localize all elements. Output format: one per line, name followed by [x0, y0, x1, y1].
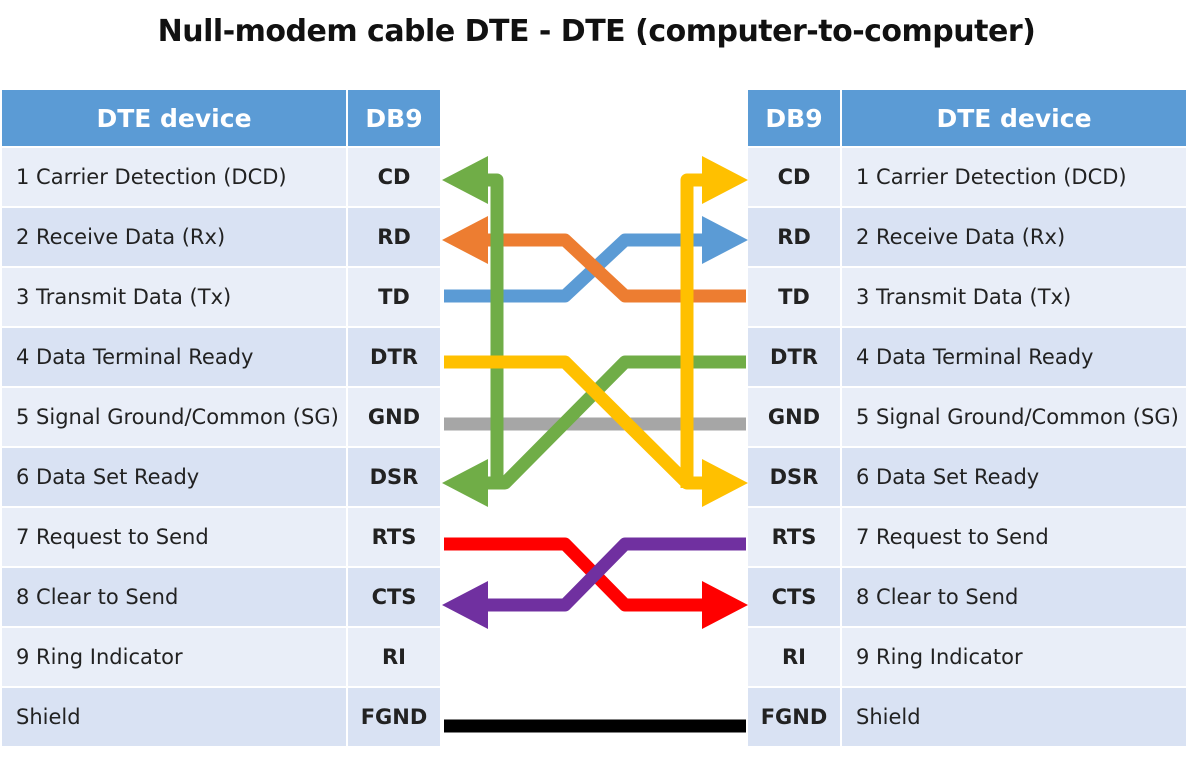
arrowhead-left-cd — [442, 156, 488, 204]
right-pin-abbr: TD — [748, 268, 840, 326]
left-pin-abbr: RD — [348, 208, 440, 266]
left-pin-abbr: TD — [348, 268, 440, 326]
right-signal-name: 6 Data Set Ready — [842, 448, 1186, 506]
left-signal-name: 2 Receive Data (Rx) — [2, 208, 346, 266]
left-signal-name: 6 Data Set Ready — [2, 448, 346, 506]
left-pin-abbr: CD — [348, 148, 440, 206]
wire-green-riser — [485, 173, 504, 488]
right-signal-name: 8 Clear to Send — [842, 568, 1186, 626]
wire-dtr-to-dcd-dsr — [444, 355, 705, 490]
left-pinout-table: DTE device DB9 1 Carrier Detection (DCD)… — [0, 88, 442, 748]
right-signal-name: 9 Ring Indicator — [842, 628, 1186, 686]
right-connector-header: DB9 — [748, 90, 840, 146]
right-signal-name: 7 Request to Send — [842, 508, 1186, 566]
left-signal-name: 1 Carrier Detection (DCD) — [2, 148, 346, 206]
right-pin-abbr: RTS — [748, 508, 840, 566]
right-pin-abbr: FGND — [748, 688, 840, 746]
left-signal-name: 8 Clear to Send — [2, 568, 346, 626]
right-signal-name: 5 Signal Ground/Common (SG) — [842, 388, 1186, 446]
left-signal-name: 4 Data Terminal Ready — [2, 328, 346, 386]
wire-yellow-riser — [680, 173, 705, 488]
arrowhead-right-rd — [702, 216, 748, 264]
left-signal-name: 9 Ring Indicator — [2, 628, 346, 686]
right-signal-name: 1 Carrier Detection (DCD) — [842, 148, 1186, 206]
wire-cts-from-rts — [485, 537, 746, 612]
diagram-title: Null-modem cable DTE - DTE (computer-to-… — [157, 14, 1036, 49]
right-pin-abbr: RD — [748, 208, 840, 266]
left-pin-abbr: DTR — [348, 328, 440, 386]
right-pin-abbr: DSR — [748, 448, 840, 506]
left-device-header: DTE device — [2, 90, 346, 146]
left-pin-abbr: DSR — [348, 448, 440, 506]
arrowhead-left-rd — [442, 216, 488, 264]
right-signal-name: Shield — [842, 688, 1186, 746]
left-pin-abbr: RTS — [348, 508, 440, 566]
left-connector-header: DB9 — [348, 90, 440, 146]
right-pin-abbr: CD — [748, 148, 840, 206]
left-pin-abbr: GND — [348, 388, 440, 446]
right-signal-name: 4 Data Terminal Ready — [842, 328, 1186, 386]
right-pin-abbr: RI — [748, 628, 840, 686]
left-signal-name: 3 Transmit Data (Tx) — [2, 268, 346, 326]
left-pin-abbr: RI — [348, 628, 440, 686]
left-pin-abbr: CTS — [348, 568, 440, 626]
arrowhead-left-dsr — [442, 459, 488, 507]
arrowhead-right-cts — [702, 581, 748, 629]
right-pin-abbr: GND — [748, 388, 840, 446]
left-signal-name: 7 Request to Send — [2, 508, 346, 566]
arrowhead-right-dsr — [702, 459, 748, 507]
right-signal-name: 2 Receive Data (Rx) — [842, 208, 1186, 266]
arrowhead-left-cts — [442, 581, 488, 629]
right-signal-name: 3 Transmit Data (Tx) — [842, 268, 1186, 326]
left-signal-name: Shield — [2, 688, 346, 746]
left-pin-abbr: FGND — [348, 688, 440, 746]
right-pin-abbr: DTR — [748, 328, 840, 386]
left-signal-name: 5 Signal Ground/Common (SG) — [2, 388, 346, 446]
arrowhead-right-cd — [702, 156, 748, 204]
right-pin-abbr: CTS — [748, 568, 840, 626]
right-device-header: DTE device — [842, 90, 1186, 146]
